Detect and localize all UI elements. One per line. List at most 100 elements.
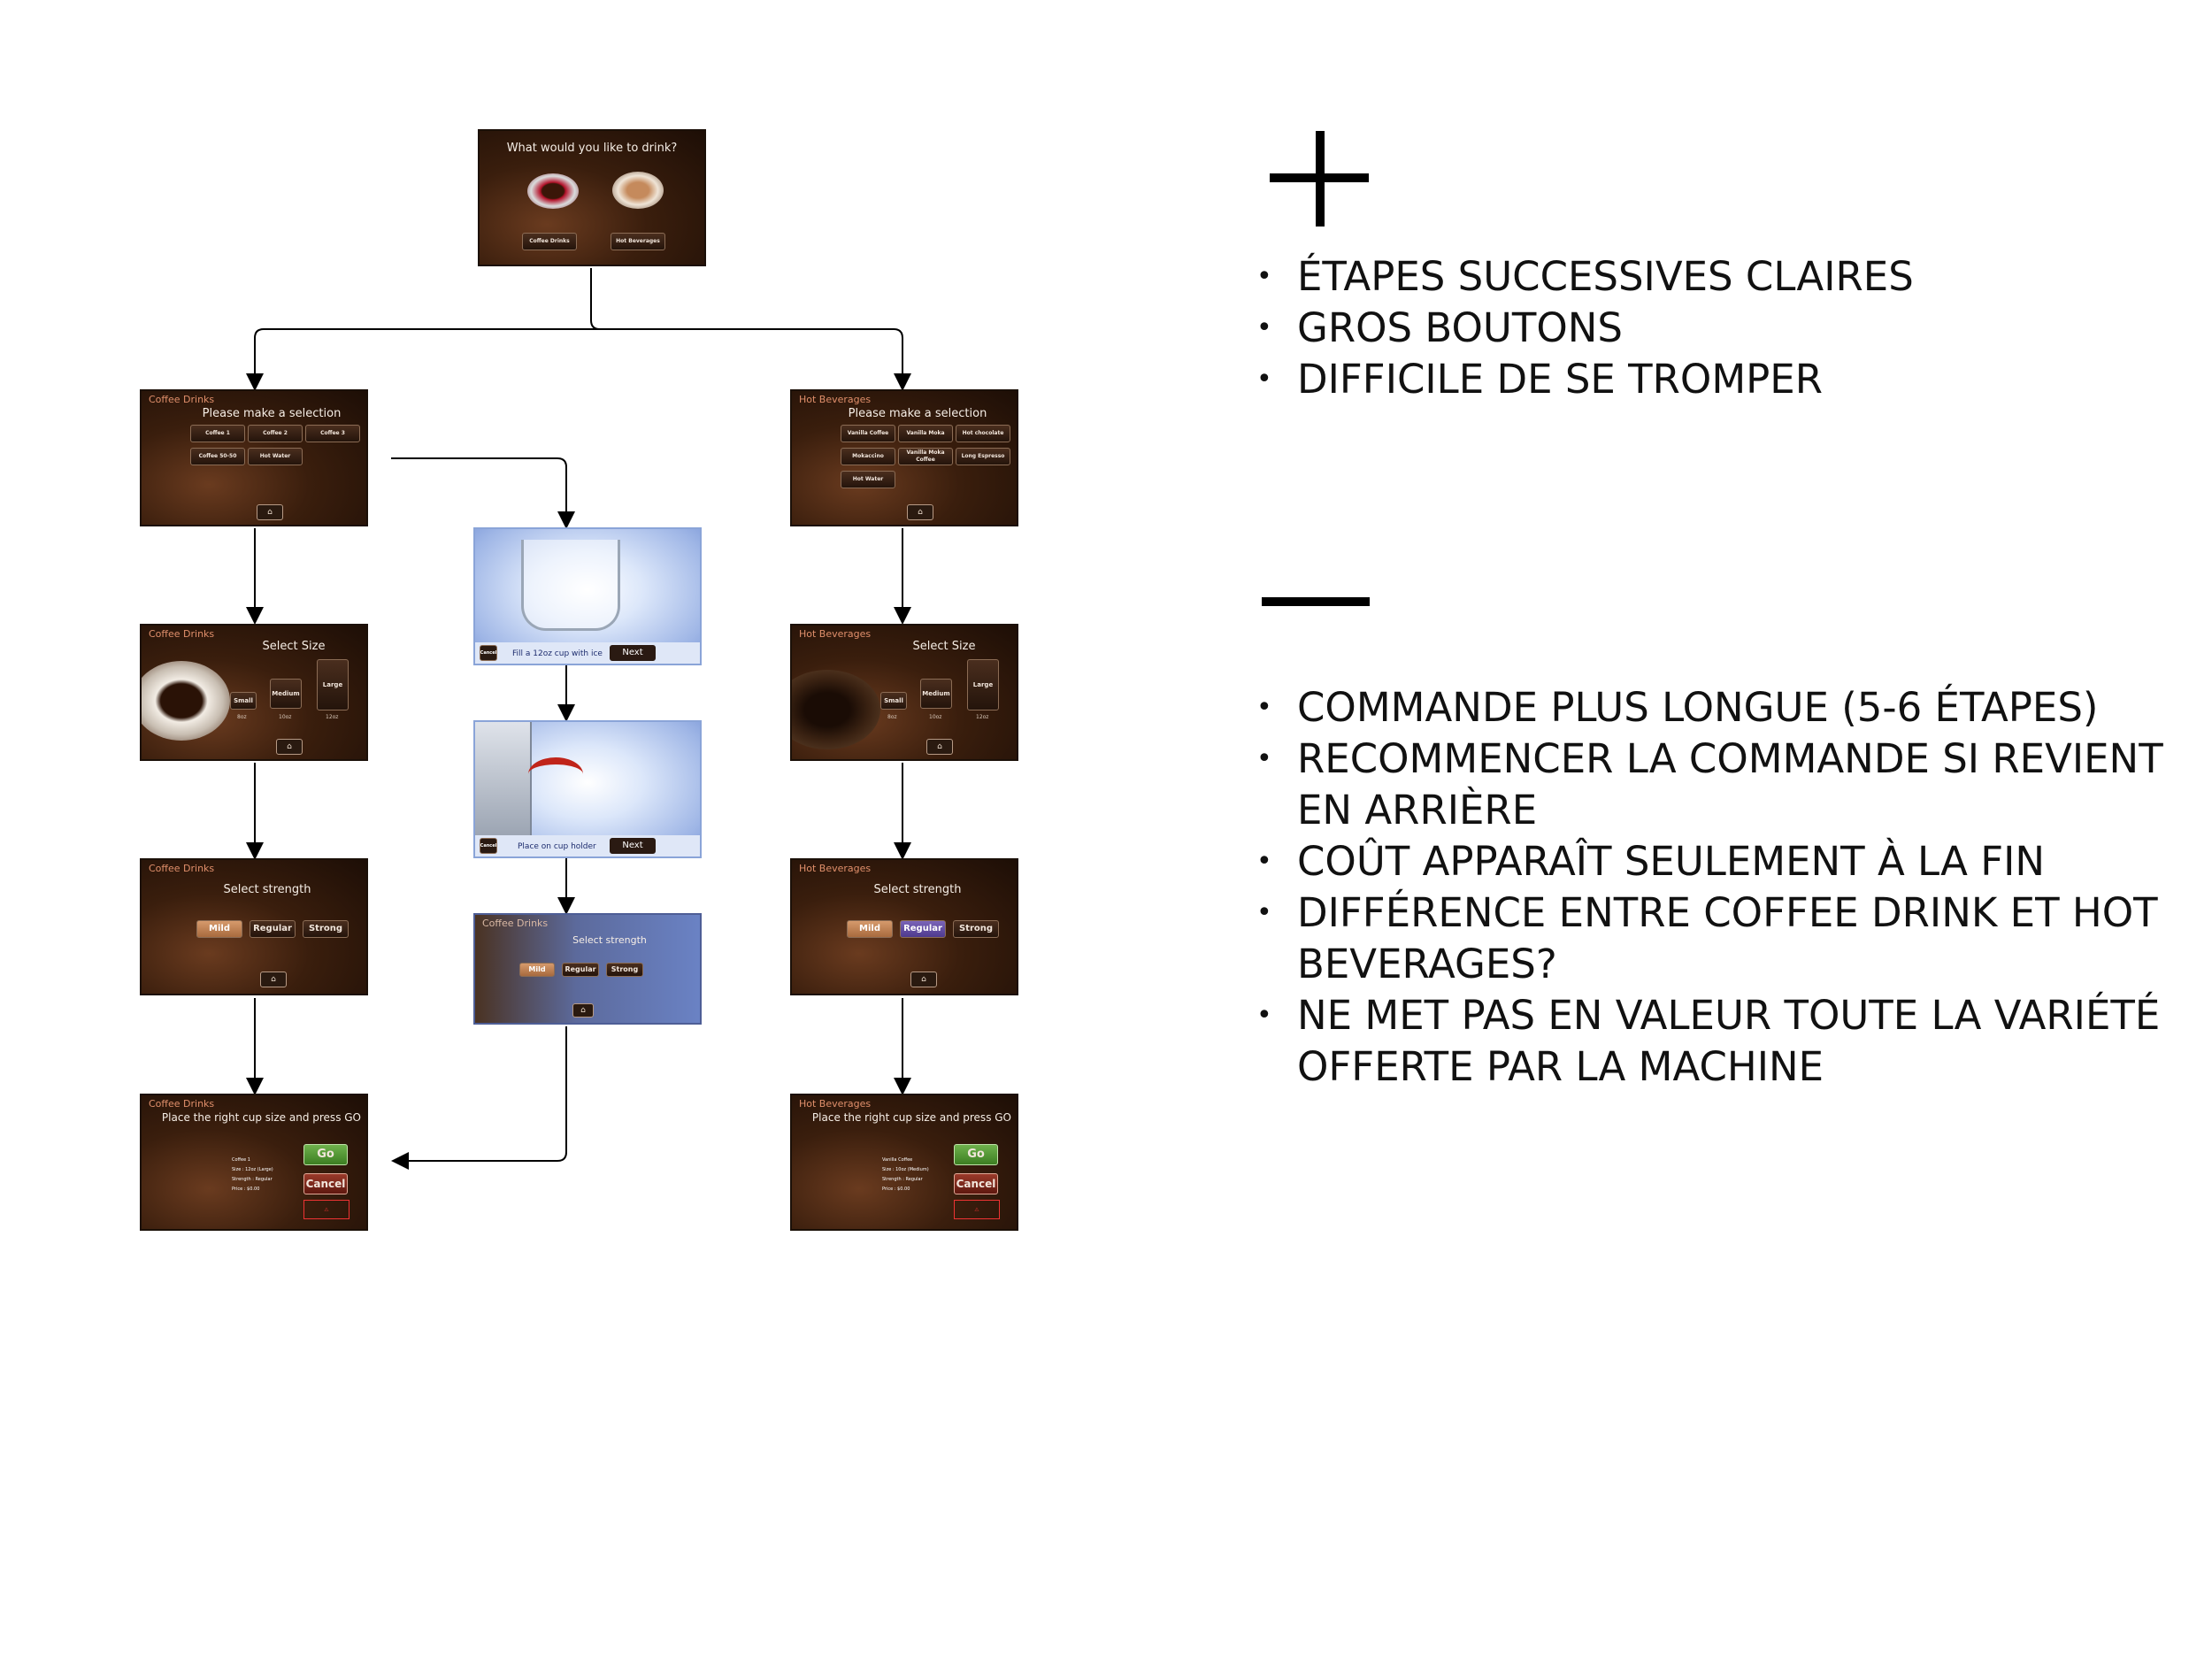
ice-cup-image [521,540,620,631]
start-title: What would you like to drink? [506,142,678,155]
strength-regular-button[interactable]: Regular [900,920,946,938]
coffee-drinks-button[interactable]: Coffee Drinks [522,233,577,250]
size-medium-oz: 10oz [929,714,942,720]
coffee-category-label: Coffee Drinks [149,394,215,405]
ice-fill-bar [475,642,700,664]
next-button[interactable]: Next [610,838,656,854]
hot-item-5-button[interactable]: Vanilla Moka Coffee [898,448,953,465]
ice-place-screen: Cancel Place on cup holder Next [473,720,702,858]
con-item: DIFFÉRENCE ENTRE COFFEE DRINK ET HOT BEV… [1256,887,2177,990]
size-medium-button[interactable]: Medium [270,679,302,709]
summary-price: Price : $0.00 [232,1187,260,1192]
home-icon[interactable]: ⌂ [910,972,937,987]
home-icon[interactable]: ⌂ [907,504,933,520]
hot-item-6-button[interactable]: Long Espresso [956,448,1010,465]
size-small-button[interactable]: Small [230,692,257,710]
coffee-category-label: Coffee Drinks [149,628,215,640]
hot-item-3-button[interactable]: Hot chocolate [956,425,1010,442]
hot-category-label: Hot Beverages [799,628,872,640]
hot-strength-screen: Hot Beverages Select strength Mild Regul… [790,858,1018,995]
order-summary: Vanilla Coffee Size : 10oz (Medium) Stre… [882,1156,929,1194]
plus-icon-bar [1270,173,1369,182]
ice-place-text: Place on cup holder [518,842,596,851]
home-icon[interactable]: ⌂ [926,739,953,755]
strength-mild-button[interactable]: Mild [847,920,893,938]
coffee-size-screen: Coffee Drinks Select Size Small Medium L… [140,624,368,761]
go-title: Place the right cup size and press GO [161,1111,361,1124]
hot-item-2-button[interactable]: Vanilla Moka [898,425,953,442]
cancel-small-button[interactable]: Cancel [480,645,497,661]
coffee-strength-screen: Coffee Drinks Select strength Mild Regul… [140,858,368,995]
strength-mild-button[interactable]: Mild [196,920,242,938]
pro-item: DIFFICILE DE SE TROMPER [1256,354,1914,405]
cup-image [792,670,880,749]
hot-item-1-button[interactable]: Vanilla Coffee [841,425,895,442]
strength-strong-button[interactable]: Strong [953,920,999,938]
go-button[interactable]: Go [303,1144,348,1165]
cup-image [142,661,230,741]
go-button[interactable]: Go [954,1144,998,1165]
strength-strong-button[interactable]: Strong [606,963,643,977]
summary-price: Price : $0.00 [882,1187,910,1192]
coffee-category-label: Coffee Drinks [149,1098,215,1110]
size-small-button[interactable]: Small [880,692,907,710]
ice-strength-screen: Coffee Drinks Select strength Mild Regul… [473,913,702,1025]
machine-image [475,722,532,837]
summary-drink: Vanilla Coffee [882,1157,913,1163]
hot-item-4-button[interactable]: Mokaccino [841,448,895,465]
home-icon[interactable]: ⌂ [572,1003,594,1018]
arrow-start-to-coffee [246,328,600,391]
coffee-go-screen: Coffee Drinks Place the right cup size a… [140,1094,368,1231]
size-large-oz: 12oz [976,714,989,720]
strength-mild-button[interactable]: Mild [519,963,555,977]
strength-title: Select strength [223,883,311,896]
size-small-oz: 8oz [237,714,247,720]
coffee-cup-image [527,173,579,209]
hot-beverages-button[interactable]: Hot Beverages [611,233,665,250]
size-large-button[interactable]: Large [317,659,349,710]
arrow-ice-back [391,1026,567,1170]
summary-size: Size : 12oz (Large) [232,1167,273,1172]
size-large-button[interactable]: Large [967,659,999,710]
size-medium-button[interactable]: Medium [920,679,952,709]
pros-list: ÉTAPES SUCCESSIVES CLAIRES GROS BOUTONS … [1256,251,1914,405]
summary-strength: Strength : Regular [882,1177,923,1182]
hot-category-label: Hot Beverages [799,394,872,405]
order-summary: Coffee 1 Size : 12oz (Large) Strength : … [232,1156,273,1194]
size-large-oz: 12oz [326,714,339,720]
cancel-button[interactable]: Cancel [303,1173,348,1194]
size-title: Select Size [912,640,976,653]
coffee-item-2-button[interactable]: Coffee 2 [248,425,303,442]
coffee-item-5-button[interactable]: Hot Water [248,448,303,465]
cancel-button[interactable]: Cancel [954,1173,998,1194]
hot-size-screen: Hot Beverages Select Size Small Medium L… [790,624,1018,761]
ice-fill-text: Fill a 12oz cup with ice [512,649,603,658]
coffee-selection-screen: Coffee Drinks Please make a selection Co… [140,389,368,526]
arrow-coffee-to-ice [391,457,575,529]
cancel-small-button[interactable]: Cancel [480,838,497,854]
home-icon[interactable]: ⌂ [260,972,287,987]
home-icon[interactable]: ⌂ [257,504,283,520]
strength-regular-button[interactable]: Regular [562,963,599,977]
hot-item-7-button[interactable]: Hot Water [841,471,895,488]
home-icon[interactable]: ⌂ [276,739,303,755]
ice-place-bar [475,835,700,856]
summary-drink: Coffee 1 [232,1157,250,1163]
strength-title: Select strength [572,934,647,946]
hot-selection-screen: Hot Beverages Please make a selection Va… [790,389,1018,526]
ice-fill-screen: Cancel Fill a 12oz cup with ice Next [473,527,702,665]
strength-title: Select strength [873,883,962,896]
strength-strong-button[interactable]: Strong [303,920,349,938]
summary-strength: Strength : Regular [232,1177,273,1182]
next-button[interactable]: Next [610,645,656,661]
coffee-item-3-button[interactable]: Coffee 3 [305,425,360,442]
coffee-category-label: Coffee Drinks [149,863,215,874]
pro-item: ÉTAPES SUCCESSIVES CLAIRES [1256,251,1914,303]
cons-list: COMMANDE PLUS LONGUE (5-6 ÉTAPES) RECOMM… [1256,682,2177,1093]
con-item: COMMANDE PLUS LONGUE (5-6 ÉTAPES) [1256,682,2177,733]
coffee-item-4-button[interactable]: Coffee 50-50 [190,448,245,465]
go-title: Place the right cup size and press GO [811,1111,1011,1124]
strength-regular-button[interactable]: Regular [250,920,296,938]
coffee-item-1-button[interactable]: Coffee 1 [190,425,245,442]
